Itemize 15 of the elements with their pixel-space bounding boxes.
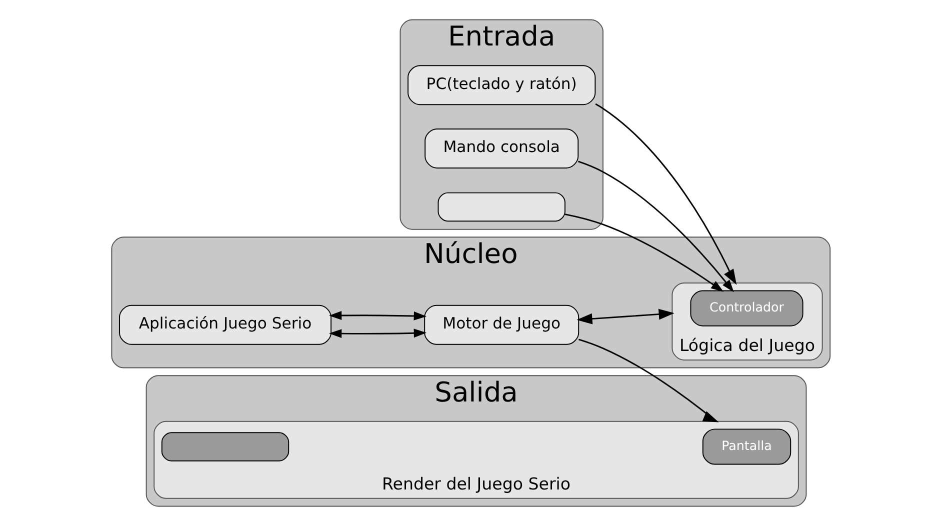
arrow (564, 214, 724, 292)
arrow (576, 308, 674, 324)
node-box: Aplicación Juego Serio (119, 304, 332, 345)
node-box: Pantalla (702, 428, 792, 465)
arrow (578, 160, 734, 292)
arrow (328, 328, 427, 338)
arrow (595, 103, 737, 285)
arrow (578, 338, 719, 422)
node-box (438, 192, 566, 222)
node-box: PC(teclado y ratón) (408, 65, 596, 106)
arrow (328, 311, 427, 320)
node-box: Controlador (690, 290, 804, 326)
node-box (161, 432, 290, 462)
node-box: Mando consola (424, 128, 579, 168)
node-box: Motor de Juego (424, 304, 580, 345)
